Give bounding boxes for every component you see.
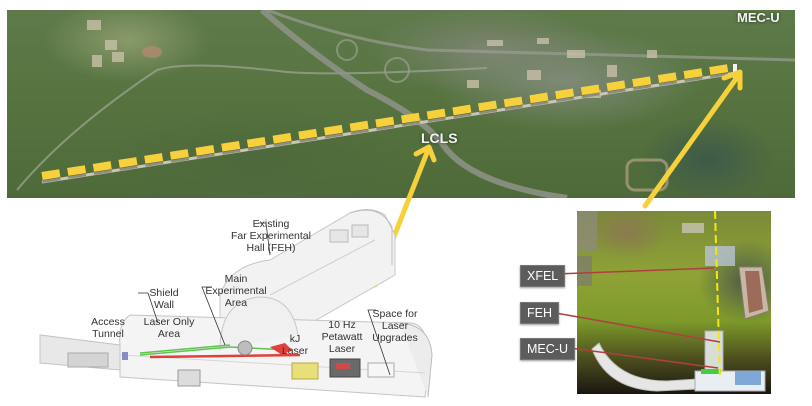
- laser-only-area-label: Laser Only Area: [143, 316, 195, 340]
- xfel-tag: XFEL: [520, 265, 566, 287]
- mec-u-label: MEC-U: [737, 10, 780, 25]
- photo-features: [577, 211, 770, 392]
- main-experimental-area-label: Main Experimental Area: [205, 273, 267, 309]
- feh-tag: FEH: [520, 302, 559, 324]
- shield-wall-label: Shield Wall: [149, 287, 179, 311]
- cutaway-illustration: [39, 209, 433, 398]
- mec-u-arrow-icon: [642, 69, 743, 209]
- existing-feh-label: Existing Far Experimental Hall (FEH): [231, 218, 311, 254]
- aerial-map-features: [16, 10, 795, 198]
- mec-u-tag: MEC-U: [520, 338, 575, 360]
- lcls-label: LCLS: [421, 130, 458, 146]
- mec-u-cutaway-diagram: Existing Far Experimental Hall (FEH) Mai…: [30, 205, 450, 400]
- space-for-upgrades-label: Space for Laser Upgrades: [372, 308, 418, 344]
- site-aerial-photo: [577, 211, 771, 394]
- petawatt-laser-label: 10 Hz Petawatt Laser: [321, 319, 363, 355]
- kj-laser-label: kJ Laser: [281, 333, 309, 357]
- aerial-site-map: LCLS MEC-U: [7, 10, 795, 198]
- access-tunnel-label: Access Tunnel: [91, 316, 125, 340]
